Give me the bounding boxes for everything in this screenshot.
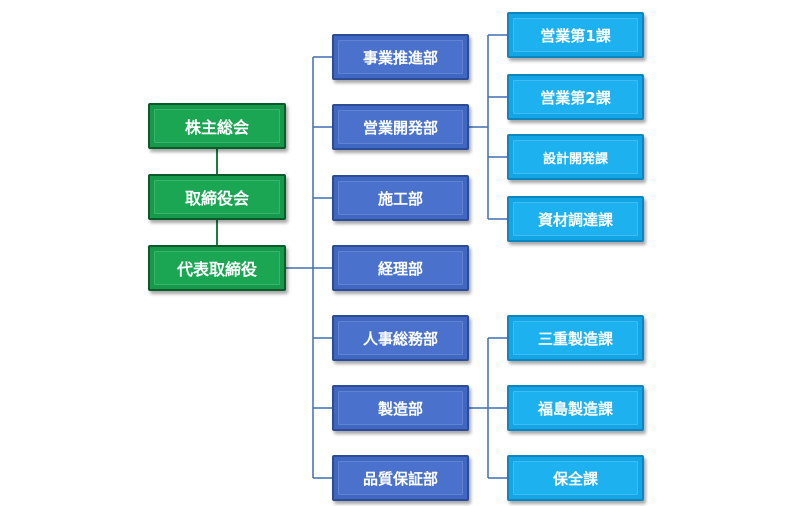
node-label: 資材調達課 <box>537 210 613 229</box>
node-section: 福島製造課 <box>507 385 644 431</box>
node-board-of-directors: 取締役会 <box>148 174 286 220</box>
node-label: 取締役会 <box>184 189 249 208</box>
node-department: 事業推進部 <box>332 34 469 80</box>
node-label: 人事総務部 <box>362 329 438 348</box>
node-department: 人事総務部 <box>332 315 469 361</box>
node-department: 経理部 <box>332 245 469 291</box>
node-representative-director: 代表取締役 <box>148 245 286 291</box>
node-department: 施工部 <box>332 175 469 221</box>
node-label: 設計開発課 <box>542 151 608 167</box>
node-label: 製造部 <box>377 399 423 418</box>
node-label: 経理部 <box>377 259 423 278</box>
node-label: 施工部 <box>377 189 423 208</box>
node-label: 事業推進部 <box>362 48 438 67</box>
node-label: 福島製造課 <box>537 399 613 418</box>
node-section: 営業第1課 <box>507 12 644 58</box>
node-label: 保全課 <box>552 469 598 488</box>
node-department: 品質保証部 <box>332 455 469 501</box>
node-department: 製造部 <box>332 385 469 431</box>
node-label: 代表取締役 <box>176 260 257 279</box>
node-section: 保全課 <box>507 455 644 501</box>
node-section: 資材調達課 <box>507 196 644 242</box>
node-section: 三重製造課 <box>507 315 644 361</box>
node-label: 営業第2課 <box>540 88 611 107</box>
node-label: 営業第1課 <box>540 26 611 45</box>
node-department: 営業開発部 <box>332 104 469 150</box>
node-label: 品質保証部 <box>362 469 438 488</box>
node-label: 株主総会 <box>184 118 249 137</box>
node-section: 営業第2課 <box>507 74 644 120</box>
node-shareholders-meeting: 株主総会 <box>148 103 286 149</box>
node-label: 三重製造課 <box>537 329 613 348</box>
node-label: 営業開発部 <box>362 118 438 137</box>
node-section: 設計開発課 <box>507 134 644 180</box>
